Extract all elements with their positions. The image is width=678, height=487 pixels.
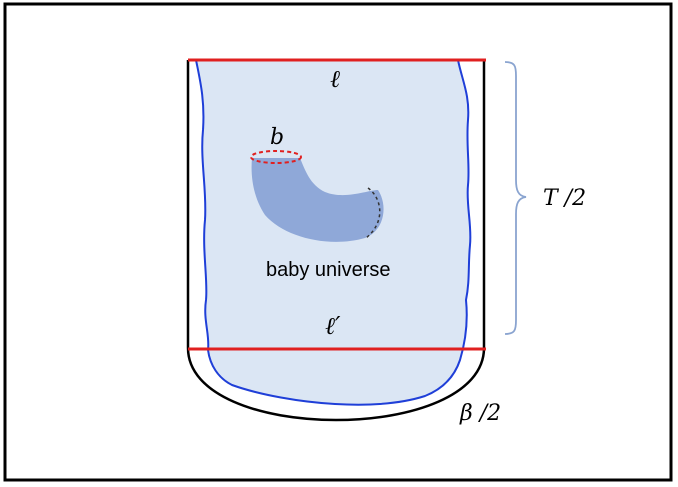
label-baby-universe: baby universe [266, 259, 391, 281]
label-b: b [270, 125, 284, 150]
baby-universe-dashed-cap [365, 187, 381, 239]
label-ell: ℓ [330, 65, 340, 93]
label-beta-half: β /2 [459, 401, 501, 426]
label-ell-prime: ℓ′ [325, 312, 341, 340]
baby-universe-shape [251, 158, 384, 242]
label-T-half: T /2 [543, 186, 586, 211]
manifold-boundary [186, 60, 486, 422]
time-brace [504, 61, 527, 335]
baby-universe-mouth-ellipse [250, 150, 302, 164]
